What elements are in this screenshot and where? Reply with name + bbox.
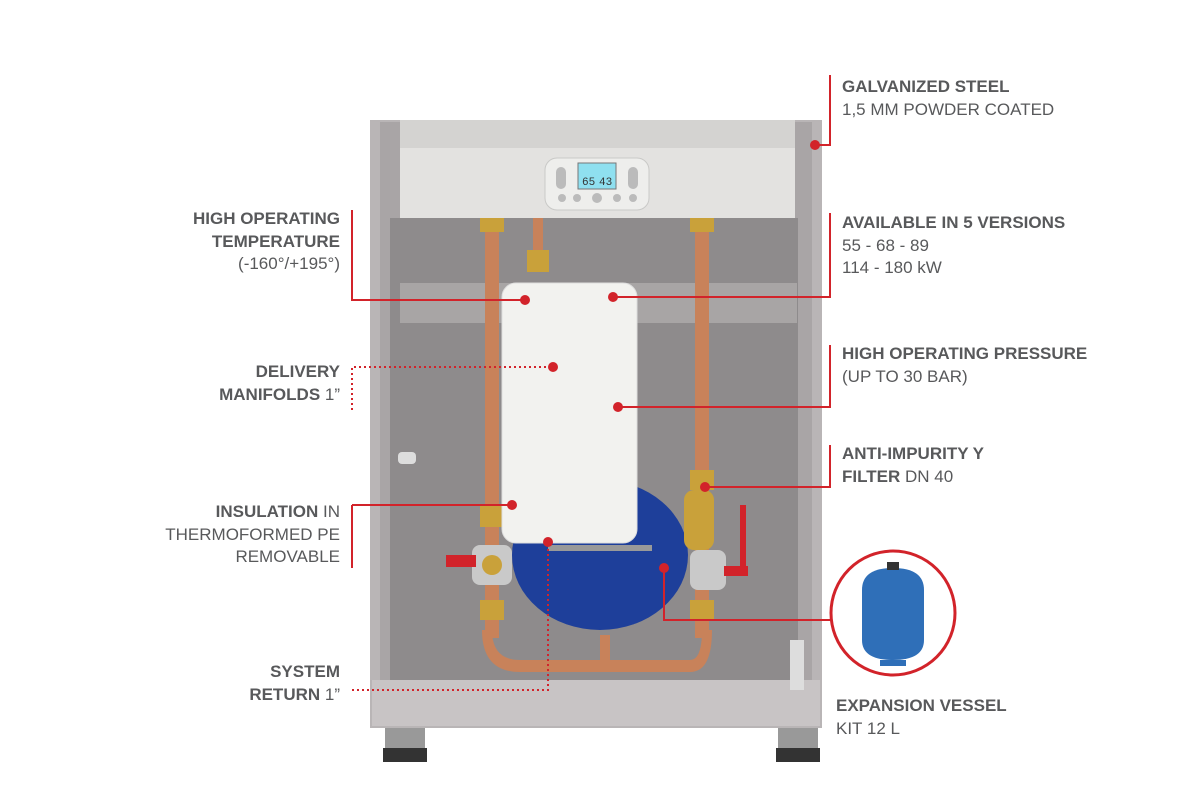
callout-title: AVAILABLE IN 5 VERSIONS [842, 213, 1066, 232]
callout-title: DELIVERY [255, 362, 340, 381]
copper-pipes [482, 218, 712, 672]
callout-temperature: HIGH OPERATING TEMPERATURE (-160°/+195°) [193, 208, 340, 276]
callout-title: MANIFOLDS [219, 384, 321, 404]
expansion-vessel-inset [829, 549, 957, 677]
callout-dots [507, 140, 820, 573]
callout-title: TEMPERATURE [211, 231, 340, 251]
callout-pressure: HIGH OPERATING PRESSURE (UP TO 30 BAR) [842, 343, 1087, 388]
callout-text: 55 - 68 - 89 [842, 235, 929, 255]
callout-galvanized-steel: GALVANIZED STEEL 1,5 MM POWDER COATED [842, 76, 1054, 121]
callout-text: 1” [320, 684, 340, 704]
lcd-display [577, 162, 617, 190]
callout-text: 1” [320, 384, 340, 404]
valves[interactable] [446, 490, 748, 590]
callout-text: (UP TO 30 BAR) [842, 366, 968, 386]
callout-text: 1,5 MM POWDER COATED [842, 99, 1055, 119]
callout-text: REMOVABLE [235, 547, 340, 566]
callout-expansion-vessel: EXPANSION VESSEL KIT 12 L [836, 695, 1007, 740]
callout-filter: ANTI-IMPURITY Y FILTER DN 40 [842, 443, 984, 488]
callout-text: THERMOFORMED PE [165, 524, 340, 544]
callout-text: IN [318, 502, 340, 521]
callout-title: RETURN [249, 684, 321, 704]
callout-title: HIGH OPERATING [192, 209, 340, 228]
callout-title: ANTI-IMPURITY Y [842, 444, 984, 463]
callout-title: INSULATION [215, 502, 319, 521]
callout-title: EXPANSION VESSEL [836, 696, 1007, 715]
insulation-panel [501, 282, 638, 544]
callout-title: FILTER [842, 466, 901, 486]
callout-text: 114 - 180 kW [842, 258, 942, 277]
callout-system-return: SYSTEM RETURN 1” [249, 661, 340, 706]
callout-text: DN 40 [900, 466, 954, 486]
unit-feet [383, 728, 820, 762]
callout-manifolds: DELIVERY MANIFOLDS 1” [219, 361, 340, 406]
callout-title: GALVANIZED STEEL [842, 77, 1010, 96]
display-left-value: 65 [582, 177, 595, 189]
callout-title: SYSTEM [270, 662, 340, 681]
callout-versions: AVAILABLE IN 5 VERSIONS 55 - 68 - 89 114… [842, 212, 1065, 280]
callout-title: HIGH OPERATING PRESSURE [842, 344, 1088, 363]
callout-insulation: INSULATION IN THERMOFORMED PE REMOVABLE [165, 501, 340, 569]
callout-text: KIT 12 L [836, 718, 900, 738]
display-right-value: 43 [599, 177, 612, 189]
control-buttons[interactable] [556, 167, 638, 203]
callout-text: (-160°/+195°) [238, 254, 340, 273]
